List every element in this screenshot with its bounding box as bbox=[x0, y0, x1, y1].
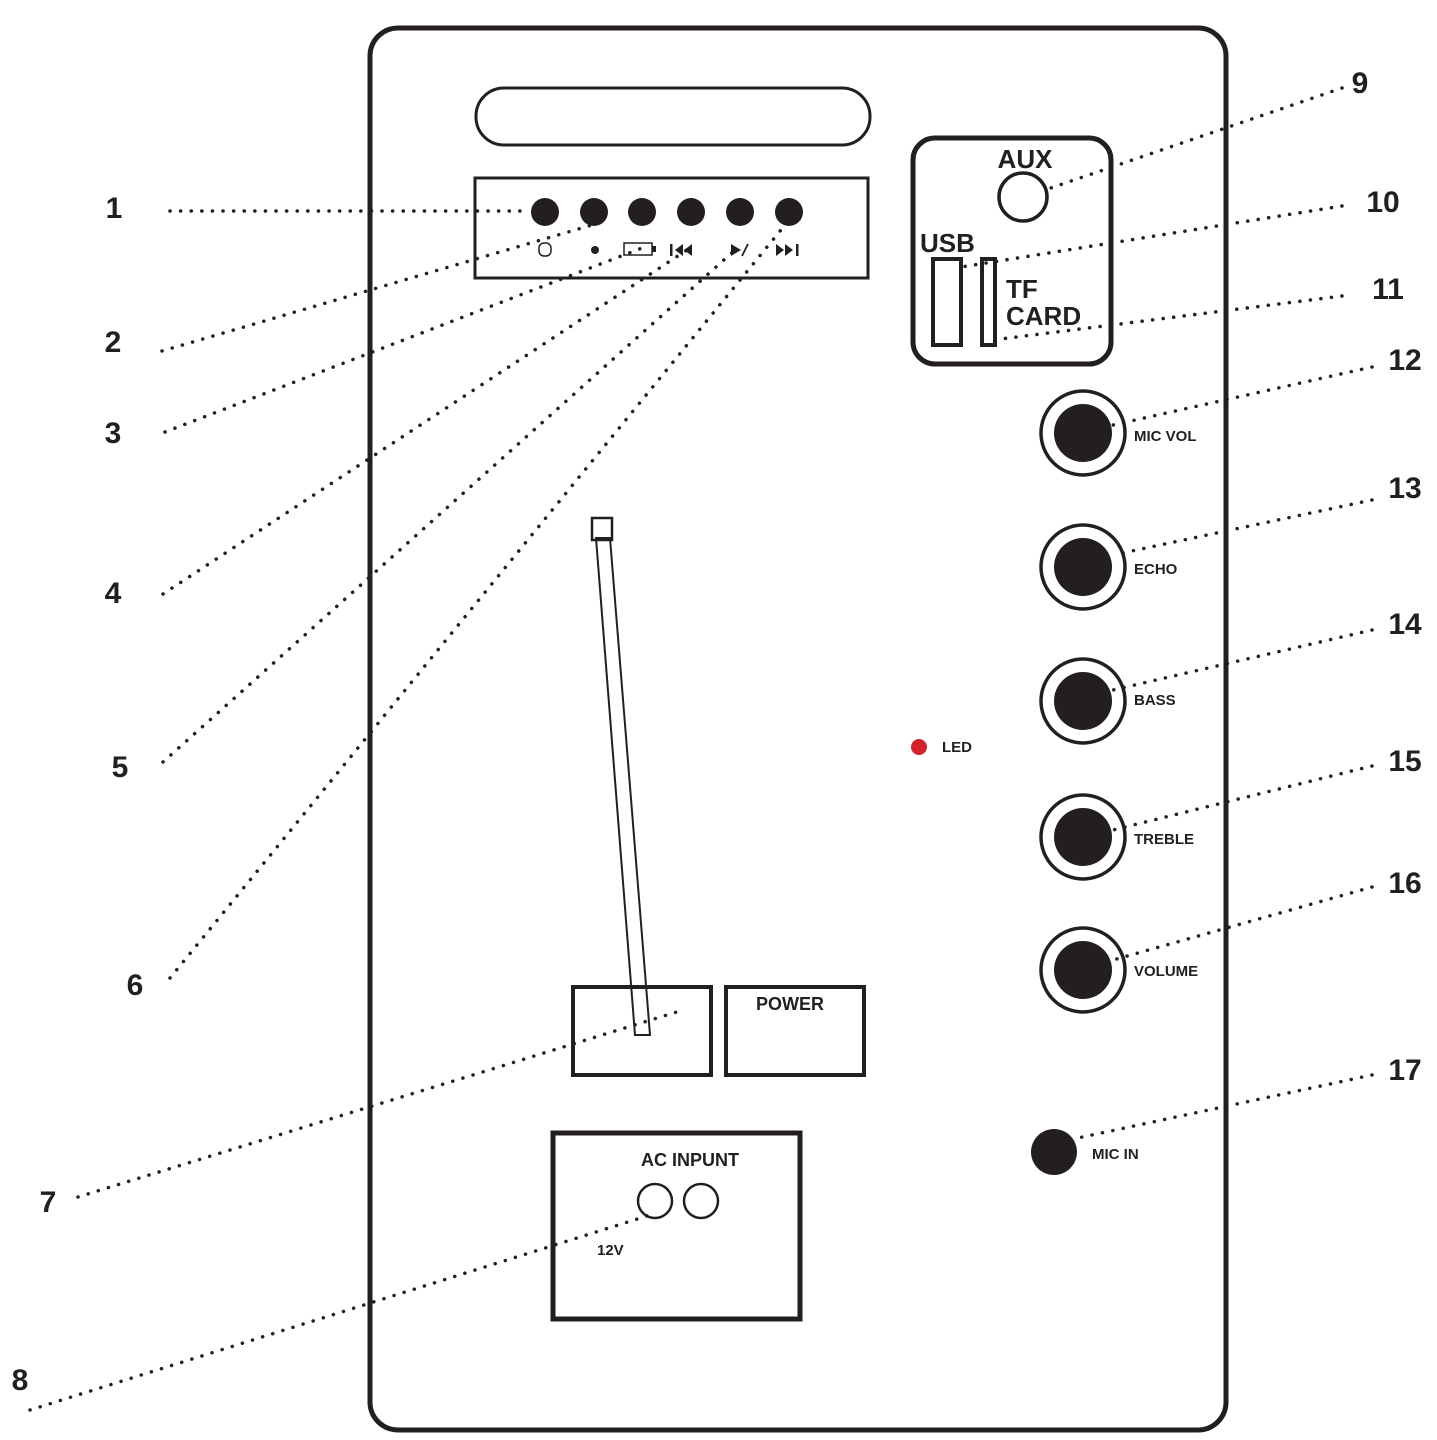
callout-7: 7 bbox=[40, 1186, 57, 1219]
knob-bass[interactable] bbox=[1039, 657, 1127, 745]
bass-label: BASS bbox=[1134, 692, 1176, 709]
callout-3: 3 bbox=[105, 417, 122, 450]
previous-icon bbox=[670, 244, 692, 256]
record-button[interactable] bbox=[580, 198, 608, 226]
ac-socket-left[interactable] bbox=[636, 1182, 674, 1220]
callout-1: 1 bbox=[106, 192, 123, 225]
callout-17: 17 bbox=[1388, 1054, 1421, 1087]
callout-12: 12 bbox=[1388, 344, 1421, 377]
callout-14: 14 bbox=[1388, 608, 1422, 641]
control-button-panel bbox=[473, 176, 870, 280]
repeat-button[interactable] bbox=[628, 198, 656, 226]
usb-label: USB bbox=[920, 228, 975, 258]
led-indicator bbox=[911, 739, 927, 755]
antenna bbox=[590, 516, 652, 1036]
led-label: LED bbox=[942, 739, 972, 756]
callout-10: 10 bbox=[1366, 186, 1399, 219]
mic-in-jack[interactable] bbox=[1031, 1129, 1077, 1175]
ac-input-box bbox=[550, 1130, 803, 1322]
knob-echo[interactable] bbox=[1039, 523, 1127, 611]
callout-2: 2 bbox=[105, 326, 122, 359]
callout-15: 15 bbox=[1388, 745, 1421, 778]
control-buttons bbox=[531, 198, 803, 226]
card-label: CARD bbox=[1006, 301, 1081, 331]
callout-11: 11 bbox=[1372, 273, 1404, 306]
repeat-icon bbox=[623, 242, 656, 256]
handle-slot bbox=[474, 86, 872, 147]
mic-in-label: MIC IN bbox=[1092, 1146, 1139, 1163]
callout-13: 13 bbox=[1388, 472, 1421, 505]
button-icons bbox=[538, 242, 799, 257]
callout-16: 16 bbox=[1388, 867, 1421, 900]
aux-jack[interactable] bbox=[997, 171, 1049, 223]
tf-label: TF bbox=[1006, 274, 1038, 304]
callout-numbers: 1 2 3 4 5 6 7 8 9 10 11 12 13 14 15 16 1… bbox=[12, 67, 1422, 1397]
knob-volume[interactable] bbox=[1039, 926, 1127, 1014]
mode-button[interactable] bbox=[531, 198, 559, 226]
play-pause-icon bbox=[731, 243, 749, 257]
callout-8: 8 bbox=[12, 1364, 29, 1397]
aux-label: AUX bbox=[998, 144, 1054, 174]
knob-mic-vol[interactable] bbox=[1039, 389, 1127, 477]
volume-label: VOLUME bbox=[1134, 963, 1198, 980]
media-module bbox=[910, 135, 1114, 367]
panel-outline bbox=[367, 25, 1229, 1433]
callout-9: 9 bbox=[1352, 67, 1369, 100]
echo-label: ECHO bbox=[1134, 561, 1178, 578]
mode-icon bbox=[538, 242, 552, 257]
voltage-label: 12V bbox=[597, 1242, 624, 1259]
antenna-base-box bbox=[571, 985, 713, 1077]
usb-port[interactable] bbox=[931, 257, 963, 347]
treble-label: TREBLE bbox=[1134, 831, 1194, 848]
leader-lines bbox=[28, 86, 1374, 1412]
power-switch[interactable] bbox=[724, 985, 866, 1077]
next-icon bbox=[776, 244, 799, 256]
ac-input-label: AC INPUNT bbox=[641, 1150, 739, 1170]
callout-4: 4 bbox=[105, 577, 122, 610]
mic-vol-label: MIC VOL bbox=[1134, 428, 1197, 445]
previous-button[interactable] bbox=[677, 198, 705, 226]
tf-card-slot[interactable] bbox=[980, 257, 997, 347]
power-label: POWER bbox=[756, 994, 824, 1014]
play-pause-button[interactable] bbox=[726, 198, 754, 226]
callout-5: 5 bbox=[112, 751, 129, 784]
callout-6: 6 bbox=[127, 969, 144, 1002]
next-button[interactable] bbox=[775, 198, 803, 226]
knob-treble[interactable] bbox=[1039, 793, 1127, 881]
record-icon bbox=[591, 246, 599, 254]
ac-socket-right[interactable] bbox=[682, 1182, 720, 1220]
